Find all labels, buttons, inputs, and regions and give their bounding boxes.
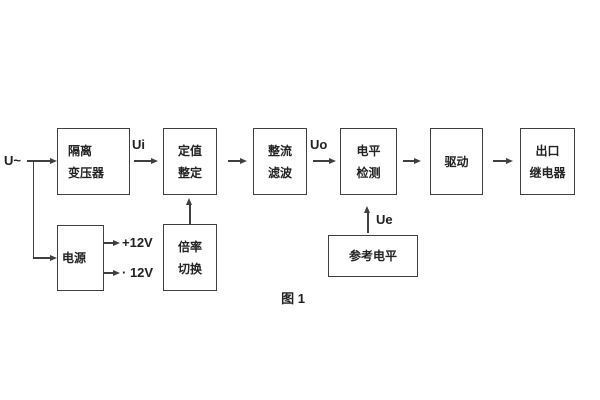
label-rail-negative: · 12V	[122, 265, 154, 280]
line-rail-positive	[104, 242, 114, 244]
arrowhead-into-power-icon	[50, 254, 57, 261]
line-detection-to-drive	[403, 160, 414, 162]
block-level-detection: 电平 检测	[340, 128, 397, 195]
block-rectifier-filter-line1: 整流	[267, 143, 292, 158]
line-drive-to-relay	[493, 160, 506, 162]
figure-caption: 图 1	[281, 291, 305, 306]
label-uo: Uo	[310, 137, 328, 152]
block-setting-adjust-line1: 定值	[177, 143, 202, 158]
block-output-relay-line1: 出口	[535, 143, 560, 158]
arrowhead-into-rectifier-icon	[240, 157, 247, 164]
block-drive: 驱动	[430, 128, 483, 195]
arrowhead-into-setting-icon	[186, 198, 193, 205]
block-isolation-transformer-line1: 隔离	[68, 143, 93, 158]
line-input-horizontal	[27, 160, 51, 162]
arrowhead-into-drive-icon	[414, 157, 421, 164]
block-rectifier-filter: 整流 滤波	[253, 128, 307, 195]
block-reference-level: 参考电平	[328, 235, 418, 277]
line-rail-negative	[104, 272, 114, 274]
arrowhead-rail-negative-icon	[113, 269, 120, 276]
block-power-supply: 电源	[57, 225, 104, 291]
line-setting-to-rectifier	[228, 160, 240, 162]
label-ue: Ue	[376, 212, 393, 227]
block-power-supply-label: 电源	[62, 251, 87, 265]
line-input-branch-vertical	[32, 160, 35, 259]
block-ratio-switch: 倍率 切换	[163, 224, 217, 291]
line-uo-arrow	[313, 160, 329, 162]
block-isolation-transformer: 隔离 变压器	[57, 128, 130, 195]
block-ratio-switch-line1: 倍率	[177, 239, 202, 254]
arrowhead-ue-icon	[364, 206, 371, 213]
line-into-power-horizontal	[33, 257, 51, 259]
block-drive-label: 驱动	[444, 154, 469, 169]
arrowhead-rail-positive-icon	[113, 239, 120, 246]
arrowhead-ui-icon	[151, 157, 158, 164]
line-ui-arrow	[134, 160, 151, 162]
block-reference-level-label: 参考电平	[348, 249, 397, 263]
block-setting-adjust-line2: 整定	[177, 165, 202, 180]
block-level-detection-line2: 检测	[356, 165, 381, 180]
block-ratio-switch-line2: 切换	[177, 261, 202, 276]
block-output-relay-line2: 继电器	[529, 165, 566, 180]
label-rail-positive: +12V	[122, 235, 153, 250]
block-output-relay: 出口 继电器	[520, 128, 575, 195]
arrowhead-into-transformer-icon	[50, 157, 57, 164]
block-rectifier-filter-line2: 滤波	[267, 165, 292, 180]
label-input-voltage: U~	[4, 153, 21, 168]
line-ratio-to-setting	[189, 205, 191, 224]
block-isolation-transformer-line2: 变压器	[68, 165, 105, 180]
arrowhead-into-relay-icon	[506, 157, 513, 164]
block-level-detection-line1: 电平	[356, 143, 381, 158]
arrowhead-uo-icon	[329, 157, 336, 164]
line-reference-to-detection	[367, 213, 369, 233]
block-setting-adjust: 定值 整定	[163, 128, 217, 195]
label-ui: Ui	[132, 137, 145, 152]
